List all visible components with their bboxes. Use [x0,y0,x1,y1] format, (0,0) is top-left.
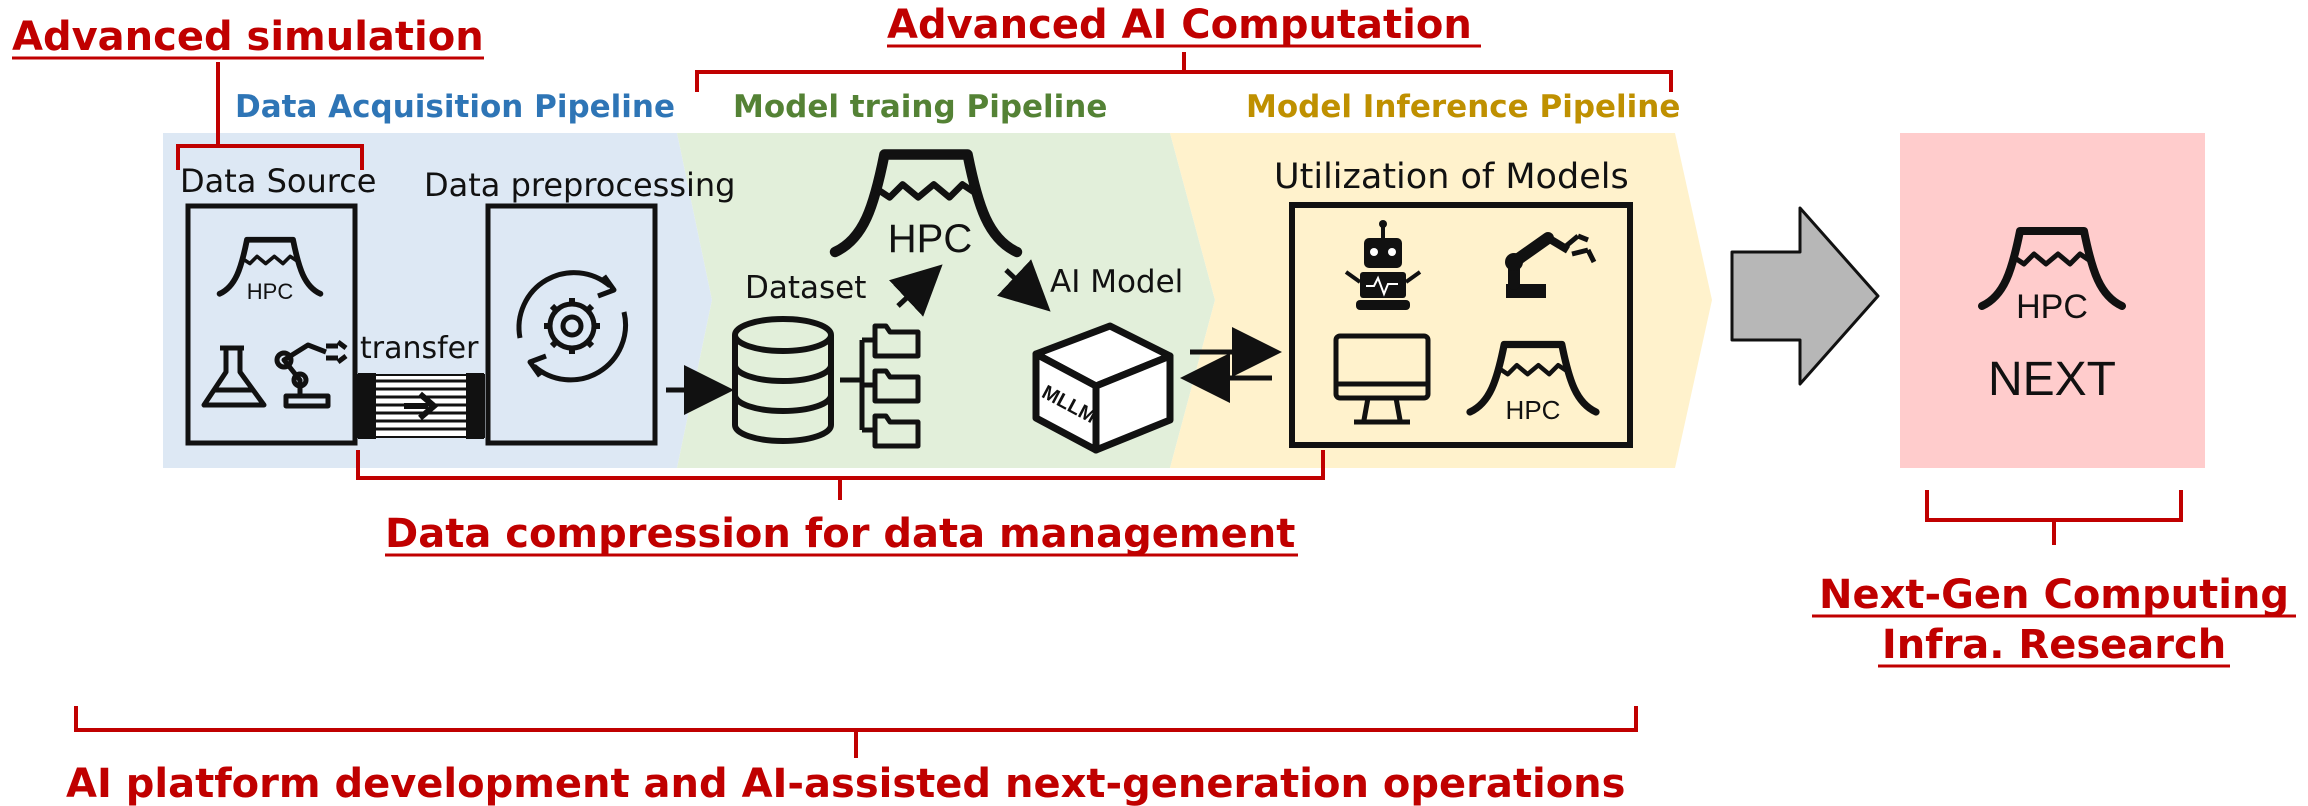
robot-arm-icon [274,340,348,409]
utilization-hpc-label: HPC [1506,395,1561,425]
inference-band [1170,133,1712,468]
arrow-hpc-to-model [997,259,1051,312]
robot-icon [1344,220,1422,310]
advanced-simulation-title: Advanced simulation [12,14,484,60]
mllm-cube-icon [1032,322,1174,454]
utilization-box [1289,202,1633,448]
data-source-hpc-label: HPC [247,279,294,304]
next-hpc-label: HPC [2016,288,2088,326]
next-gen-title-line2: Infra. Research [1882,622,2226,668]
inference-pipeline-label: Model Inference Pipeline [1246,89,1680,125]
process-gear-icon [516,270,629,383]
next-box [1900,133,2205,468]
dataset-label: Dataset [745,270,866,306]
next-gen-title-line1: Next-Gen Computing [1819,572,2289,618]
next-label: NEXT [1988,353,2116,406]
ai-computation-bracket [695,52,1673,92]
data-compression-title: Data compression for data management [385,511,1295,557]
data-source-label: Data Source [180,162,376,200]
folder-tree-icon [840,323,921,449]
ai-platform-title: AI platform development and AI-assisted … [66,761,1625,806]
training-pipeline-label: Model traing Pipeline [733,89,1107,125]
compression-bracket [356,450,1325,500]
data-source-box [185,203,358,446]
utilization-label: Utilization of Models [1274,157,1629,197]
advanced-ai-title: Advanced AI Computation [887,2,1472,48]
flask-icon [201,345,267,408]
ai-model-label: AI Model [1050,264,1183,300]
transfer-label: transfer [360,331,479,366]
next-arrow [1730,206,1880,386]
transfer-cable [357,373,485,439]
next-gen-bracket [1925,490,2183,545]
industrial-robot-icon [1505,232,1597,298]
database-icon [732,316,834,444]
training-hpc-label: HPC [888,217,972,261]
simulation-bracket [176,62,364,170]
ai-platform-bracket [74,706,1638,758]
acquisition-pipeline-label: Data Acquisition Pipeline [235,89,675,125]
data-preprocessing-box [485,203,658,446]
arrow-dataset-to-hpc [889,264,943,317]
monitor-icon [1333,333,1431,425]
data-preprocessing-label: Data preprocessing [424,166,735,204]
